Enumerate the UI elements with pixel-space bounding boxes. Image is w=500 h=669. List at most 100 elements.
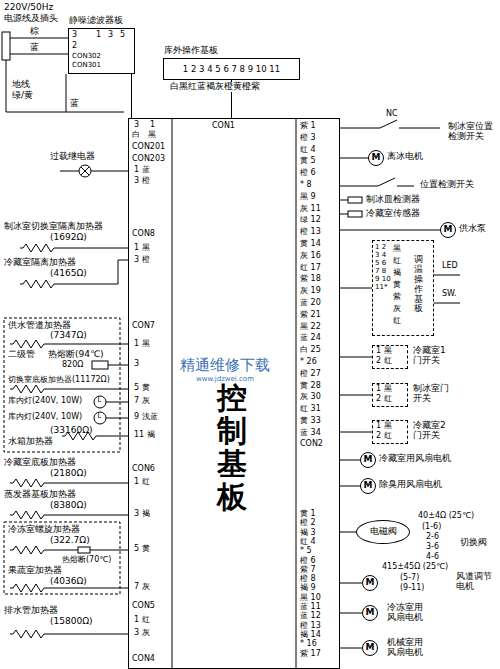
pin-label: 白 bbox=[132, 131, 140, 140]
relay-symbol bbox=[81, 167, 89, 175]
motor-symbol: M冷冻室用风扇电机 bbox=[362, 605, 378, 621]
pin-label: 1 黑 bbox=[376, 422, 392, 431]
wire-connector bbox=[340, 460, 360, 461]
pin-label: 2 红 bbox=[376, 357, 392, 366]
switch-symbol bbox=[378, 178, 395, 186]
component-label: 制冰室位置检测开关 bbox=[448, 122, 498, 142]
motor-symbol: M风道调节电机 bbox=[362, 575, 378, 591]
pin-label: 11 褐 bbox=[134, 431, 155, 440]
wire bbox=[10, 38, 68, 39]
wire-connector bbox=[340, 230, 440, 231]
terminal-board: 库外操作基板1 2 3 4 5 6 7 8 9 10 11 bbox=[163, 58, 300, 80]
pin-label: 黄 14 bbox=[300, 240, 321, 249]
pin-label: 黑 22 bbox=[300, 323, 321, 332]
node-title: M bbox=[363, 641, 377, 655]
component-label: (8380Ω) bbox=[50, 501, 87, 511]
node-title: M bbox=[441, 223, 455, 237]
pin-label: 橙 13 bbox=[300, 622, 321, 631]
wire bbox=[50, 588, 128, 589]
node-title: 冷藏室1 门开关 bbox=[413, 345, 455, 366]
wire bbox=[340, 200, 348, 201]
wire bbox=[102, 436, 128, 437]
node-title: M bbox=[363, 576, 377, 590]
pin-label: 黄 28 bbox=[300, 382, 321, 391]
pin-label: 3 橙 bbox=[134, 256, 150, 265]
fuse-symbol bbox=[78, 547, 90, 553]
pin-label: 蓝 11 bbox=[300, 603, 321, 612]
component-label: 热熔断(70℃) bbox=[62, 556, 111, 565]
motor-symbol: M离冰电机 bbox=[368, 150, 384, 166]
node-title: 静噪滤波器板 bbox=[69, 14, 123, 27]
connector-name: CON1 bbox=[212, 122, 235, 131]
component-label: (1-6) bbox=[422, 523, 441, 532]
pin-label: 灰 11 bbox=[300, 205, 321, 214]
wire-connector bbox=[340, 648, 362, 649]
connector-name: CON4 bbox=[132, 655, 155, 664]
connector-name: CON5 bbox=[132, 602, 155, 611]
watermark: www.jdzwei.com bbox=[196, 376, 254, 384]
connector-strip bbox=[296, 118, 297, 669]
wire bbox=[340, 128, 380, 129]
pin-label: 2 红 bbox=[376, 395, 392, 404]
pin-label: 橙 3 bbox=[300, 134, 316, 143]
component-label: 位置检测开关 bbox=[420, 180, 474, 190]
pin-label: 褐 14 bbox=[300, 631, 321, 640]
lamp-symbol bbox=[94, 412, 106, 424]
component-label: 220V/50Hz bbox=[4, 3, 53, 13]
component-label: (15800Ω) bbox=[50, 617, 93, 627]
connector-name: CON8 bbox=[132, 230, 155, 239]
pin-label: 紫 21 bbox=[300, 311, 321, 320]
component-label: (7347Ω) bbox=[50, 331, 87, 341]
component-label: 820Ω bbox=[62, 361, 83, 370]
wire bbox=[434, 303, 460, 304]
connector-strip bbox=[172, 118, 173, 669]
pin-label: 7 灰 bbox=[134, 583, 150, 592]
node-title: M bbox=[361, 479, 375, 493]
pin-label: 5 bbox=[120, 31, 125, 40]
node-text: 冷藏室用风扇电机 bbox=[379, 454, 451, 464]
pin-label: 黑 bbox=[148, 131, 156, 140]
wire-connector bbox=[340, 613, 362, 614]
pin-label: 紫 18 bbox=[300, 275, 321, 284]
component-label: 库内灯(240V, 10W) bbox=[8, 413, 82, 422]
component-label: 制冰皿检测器 bbox=[366, 195, 420, 204]
component-label: 二级管 bbox=[8, 350, 35, 360]
thermistor-symbol bbox=[348, 197, 362, 203]
pin-label: 黑 9 bbox=[300, 193, 316, 202]
node-title: 库外操作基板 bbox=[164, 44, 218, 57]
wire bbox=[50, 389, 128, 390]
pin-label: 2 红 bbox=[376, 432, 392, 441]
wire-connector bbox=[340, 288, 372, 289]
component-label: 白黑红蓝褐灰橙黄橙紫 bbox=[168, 82, 262, 92]
pin-label: 黑 红 褐 黄 紫 灰 红 bbox=[393, 243, 403, 327]
heater-symbol bbox=[10, 479, 50, 487]
wire-connector bbox=[131, 74, 132, 118]
wire bbox=[91, 171, 128, 172]
pin-label: 红 4 bbox=[300, 146, 316, 155]
component-label: 电源线及插头 bbox=[4, 14, 58, 24]
motor-symbol: M机械室用风扇电机 bbox=[362, 640, 378, 656]
pin-label: * 26 bbox=[300, 358, 317, 367]
node-text: 1 2 3 4 5 6 7 8 9 10 11 bbox=[164, 64, 299, 74]
pin-label: 1 红 bbox=[134, 616, 150, 625]
node-text: 机械室用风扇电机 bbox=[387, 638, 427, 658]
wire bbox=[106, 402, 128, 403]
lamp-symbol bbox=[94, 396, 106, 408]
wire-connector bbox=[340, 395, 372, 396]
connector-name: CON7 bbox=[132, 322, 155, 331]
wire-connector bbox=[340, 583, 362, 584]
pin-label: * 8 bbox=[300, 181, 312, 190]
pin-label: 3 灰 bbox=[134, 629, 150, 638]
wire bbox=[106, 418, 128, 419]
pin-label: 3 bbox=[134, 360, 139, 369]
component-label: 冷藏室底板加热器 bbox=[4, 458, 76, 468]
heater-symbol bbox=[10, 546, 50, 554]
pin-label: 1 黑 bbox=[134, 340, 150, 349]
relay-symbol bbox=[81, 167, 89, 175]
pin-label: 7 灰 bbox=[134, 397, 150, 406]
component-label: 415±45Ω (25℃) bbox=[382, 563, 448, 572]
pin-label: 蓝 20 bbox=[300, 299, 321, 308]
pin-label: 1 2 3 4 5 6 7 8 9 10 11* bbox=[375, 243, 391, 291]
node-title: 冷藏室2 门开关 bbox=[413, 420, 455, 441]
pin-label: 3 bbox=[134, 121, 139, 130]
